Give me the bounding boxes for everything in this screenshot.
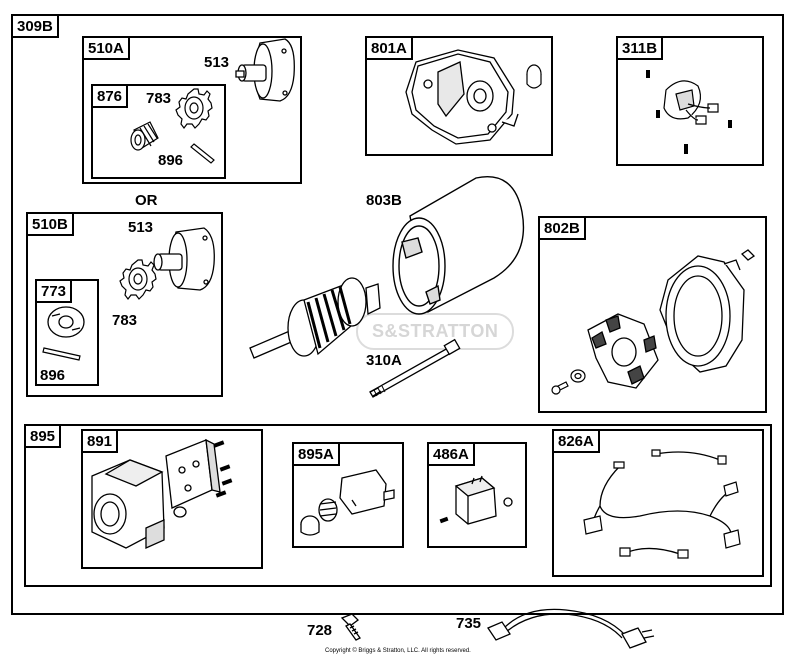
- group-895A-frame: [292, 442, 404, 548]
- part-label-513-b: 513: [128, 219, 154, 236]
- part-label-513-a: 513: [204, 54, 230, 71]
- part-label-310A: 310A: [366, 352, 402, 369]
- part-label-896-a: 896: [158, 152, 184, 169]
- group-311B-frame: [616, 36, 764, 166]
- group-876-frame: [91, 84, 226, 179]
- group-826A-tag: 826A: [552, 429, 600, 453]
- motor-housing-803B-drawing: [382, 172, 532, 318]
- screw-728-drawing: [338, 612, 368, 642]
- solenoid-891-drawing: [86, 432, 233, 566]
- end-cap-802B-drawing: [548, 240, 760, 408]
- or-label: OR: [135, 192, 158, 209]
- rectifier-486A-drawing: [439, 474, 520, 530]
- copyright-notice: Copyright © Briggs & Stratton, LLC. All …: [325, 648, 471, 654]
- group-773-tag: 773: [35, 279, 73, 303]
- part-label-783-b: 783: [112, 312, 138, 329]
- group-891-tag: 891: [81, 429, 119, 453]
- armature-drawing: [248, 268, 382, 364]
- group-895A-tag: 895A: [292, 442, 340, 466]
- group-895-tag: 895: [24, 424, 62, 448]
- part-label-803B: 803B: [366, 192, 402, 209]
- drive-housing-513-b-drawing: [148, 222, 220, 294]
- group-510A-frame: [82, 36, 302, 184]
- group-876-tag: 876: [91, 84, 129, 108]
- group-309B-frame: [11, 14, 784, 615]
- group-826A-frame: [552, 429, 764, 577]
- part-label-896-b: 896: [40, 367, 66, 384]
- group-801A-tag: 801A: [365, 36, 413, 60]
- group-802B-frame: [538, 216, 767, 413]
- wire-harness-826A-drawing: [560, 446, 760, 572]
- pin-896-a-drawing: [190, 138, 220, 166]
- drive-pinion-876-drawing: [124, 116, 164, 160]
- brush-assembly-311B-drawing: [646, 70, 732, 154]
- group-510B-tag: 510B: [26, 212, 74, 236]
- group-801A-frame: [365, 36, 553, 156]
- switch-parts-895A-drawing: [296, 466, 400, 542]
- group-486A-frame: [427, 442, 527, 548]
- gear-783-b-drawing: [118, 257, 158, 305]
- drive-housing-513-a-drawing: [230, 35, 300, 105]
- group-510A-tag: 510A: [82, 36, 130, 60]
- group-891-frame: [81, 429, 263, 569]
- part-label-735: 735: [456, 615, 482, 632]
- gear-783-a-drawing: [174, 86, 214, 132]
- end-cap-801A-drawing: [398, 44, 546, 150]
- through-bolt-310A-drawing: [364, 340, 464, 402]
- group-510B-frame: [26, 212, 223, 397]
- group-309B-tag: 309B: [11, 14, 59, 38]
- collar-773-drawing: [44, 302, 88, 342]
- pin-896-b-drawing: [42, 344, 84, 362]
- group-486A-tag: 486A: [427, 442, 475, 466]
- part-label-728: 728: [307, 622, 333, 639]
- group-802B-tag: 802B: [538, 216, 586, 240]
- watermark-logo: S&STRATTON: [356, 313, 515, 350]
- part-label-783-a: 783: [146, 90, 172, 107]
- group-895-frame: [24, 424, 772, 587]
- group-311B-tag: 311B: [616, 36, 664, 60]
- power-cord-735-drawing: [486, 606, 656, 652]
